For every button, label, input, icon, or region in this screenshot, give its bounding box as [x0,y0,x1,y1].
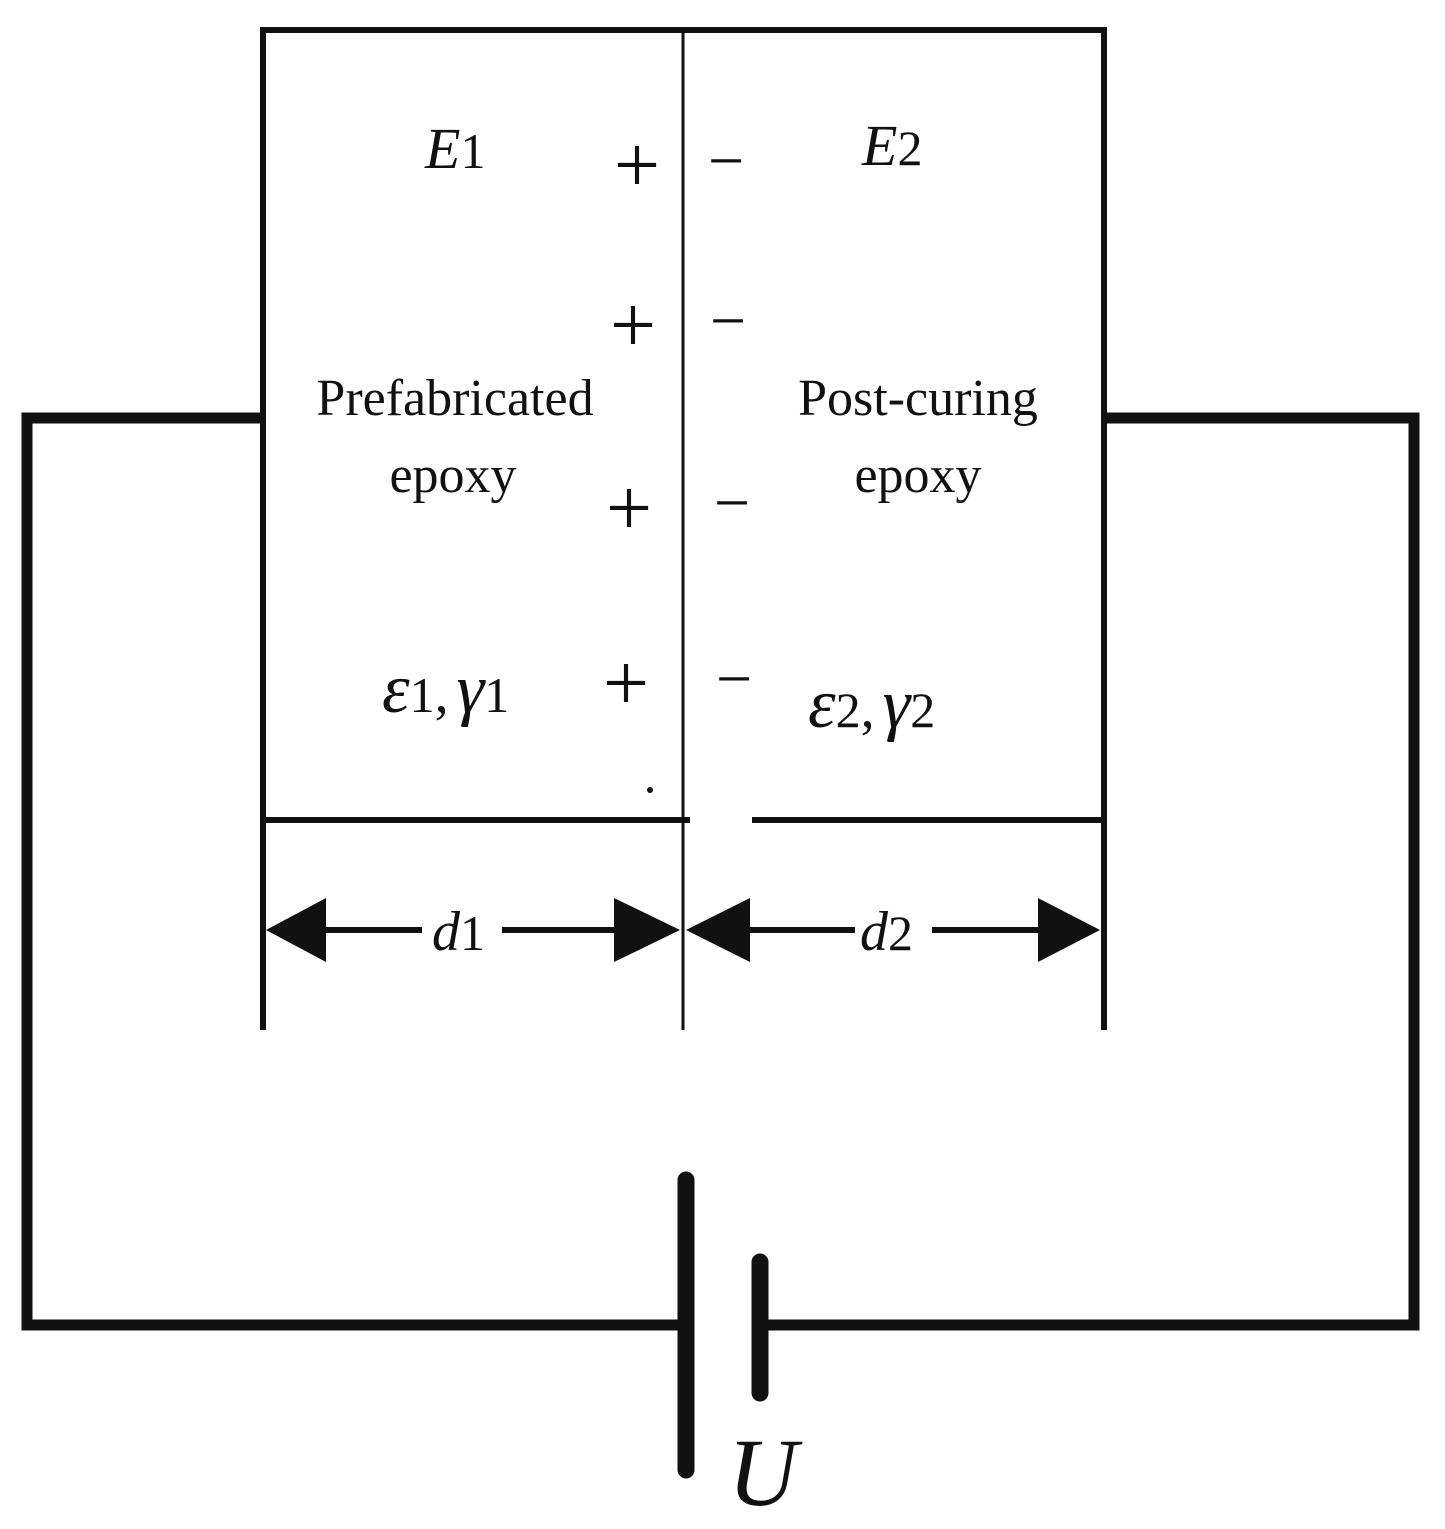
right-material-params: ε2,γ2 [808,666,935,743]
d2-arrowhead-right [1038,898,1100,962]
right-field-label: E2 [861,113,922,178]
source-voltage-label: U [728,1419,803,1526]
negative-charge-3: − [714,467,750,538]
wire-right [760,412,1420,1331]
stray-dot [647,787,653,793]
bottom-edge-gap [690,812,752,828]
d1-label: d1 [432,901,485,963]
d1-arrowhead-right [614,898,680,962]
left-material-params: ε1,γ1 [382,651,509,728]
negative-charge-4: − [716,643,752,714]
negative-charge-2: − [710,285,746,356]
right-material-line1: Post-curing [798,370,1038,427]
right-material-line2: epoxy [854,447,981,504]
left-material-line1: Prefabricated [316,370,593,427]
positive-charge-2: + [610,279,656,370]
wire-left [21,412,683,1331]
left-material-line2: epoxy [389,447,516,504]
negative-charge-1: − [708,125,744,196]
positive-charge-4: + [603,637,649,728]
d2-label: d2 [860,901,913,963]
d1-arrowhead-left [266,898,326,962]
positive-charge-3: + [606,462,652,553]
positive-charge-1: + [614,119,660,210]
d2-arrowhead-left [686,898,750,962]
left-field-label: E1 [424,116,485,181]
